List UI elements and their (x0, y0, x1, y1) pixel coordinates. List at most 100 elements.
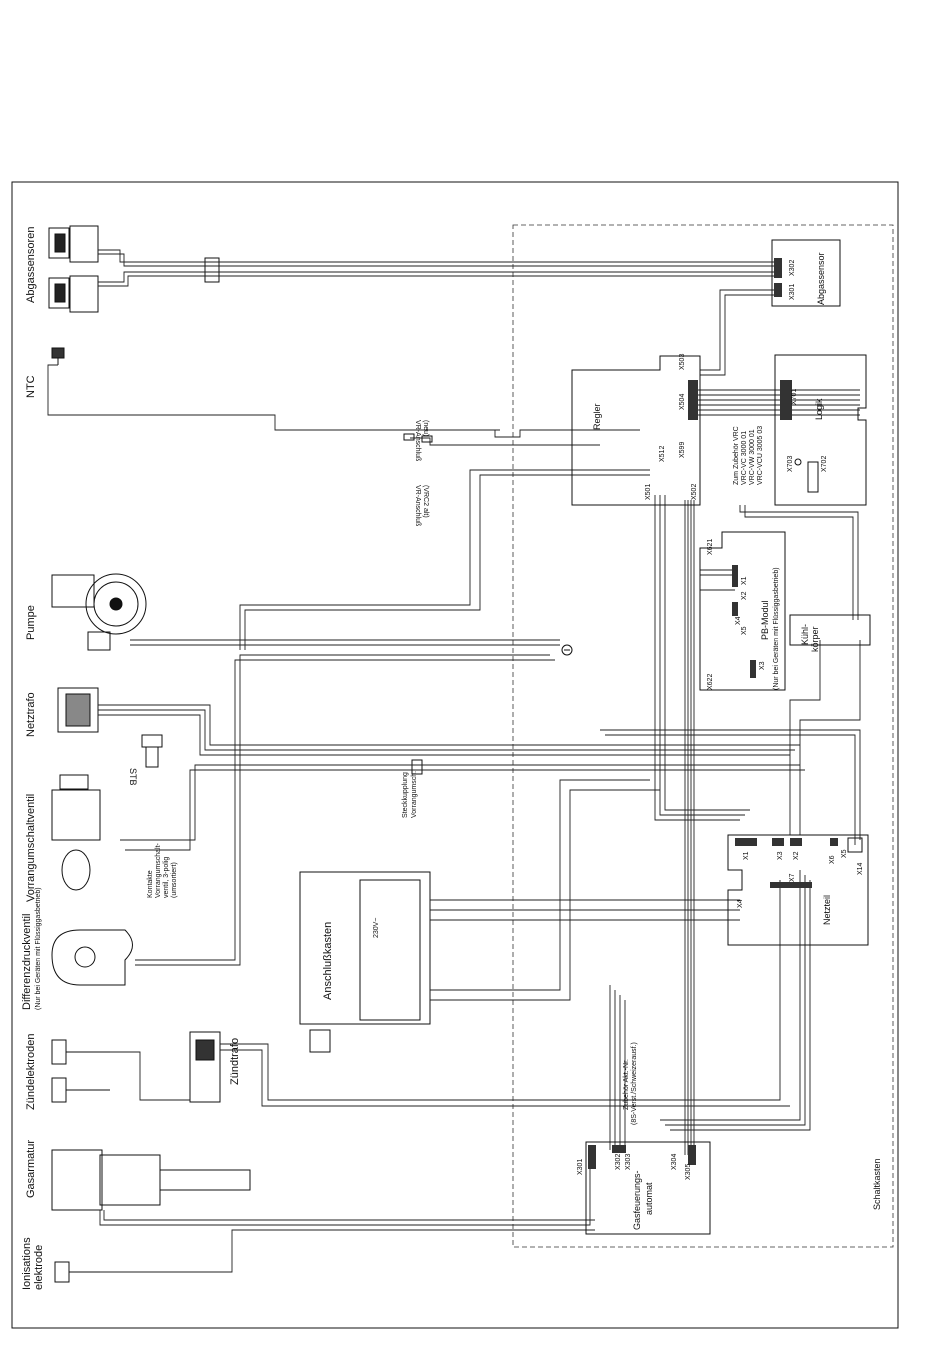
label-zuendtrafo: Zündtrafo (229, 1038, 241, 1085)
logik-x702: X702 (821, 456, 828, 472)
label-vorrangumschaltventil: Vorrangumschaltventil (25, 794, 37, 902)
netzteil-module: Netzteil X1 X2 X3 X4 X5 X6 X7 X14 (727, 834, 869, 946)
gf-x304: X304 (671, 1154, 678, 1170)
pb-x621: X621 (707, 539, 714, 555)
anschlusskasten-230v: 230V~ (373, 918, 380, 938)
netzteil-x6: X6 (829, 855, 836, 864)
label-ionisationselektrode-1: Ionisations (21, 1237, 33, 1290)
label-pumpe: Pumpe (25, 605, 37, 640)
ntc-symbol (51, 347, 65, 365)
vr-anschluss-neu-note: (neu) (422, 420, 429, 436)
logik-module: Logik X701 X703 X702 Zum Zubehör VRC VRC… (733, 354, 867, 506)
ground-symbol (561, 644, 573, 656)
pb-x2: X2 (741, 591, 748, 600)
netzteil-x7: X7 (789, 873, 796, 882)
vr-anschluss-alt: VR-Anschluß (414, 485, 421, 526)
netzteil-label: Netzteil (822, 895, 832, 925)
gf-x301: X301 (577, 1159, 584, 1175)
pb-note: (Nur bei Geräten mit Flüssiggasbetrieb) (773, 567, 780, 690)
schaltkasten-boundary (512, 224, 894, 1248)
pb-x1: X1 (741, 576, 748, 585)
regler-x512: X512 (659, 446, 666, 462)
regler-x501: X501 (645, 484, 652, 500)
logik-label: Logik (814, 398, 824, 420)
anschlusskasten-symbol (299, 871, 431, 1053)
zuendelektroden-symbol (51, 1039, 110, 1103)
pb-x5: X5 (741, 626, 748, 635)
label-steckkupplung-2: Vorrangumsch. (411, 771, 418, 818)
logik-x703: X703 (787, 456, 794, 472)
differenzdruckventil-symbol (51, 929, 133, 986)
steckkupplung-symbol (411, 759, 423, 775)
abgassensor-module: Abgassensor X302 X301 (771, 239, 841, 307)
wiring-lines (47, 249, 861, 1273)
regler-x599: X599 (679, 442, 686, 458)
regler-x504: X504 (679, 394, 686, 410)
zubehoer-2: VRC-VC 3000 01 (741, 431, 748, 485)
label-gasarmatur: Gasarmatur (25, 1140, 37, 1198)
abgassensor-label: Abgassensor (816, 252, 826, 305)
abgassensor-x301: X301 (789, 284, 796, 300)
zuendtrafo-symbol (189, 1031, 221, 1103)
logik-x701: X701 (791, 389, 798, 405)
netzteil-x14: X14 (857, 862, 864, 875)
zubehoer-3: VRC-VW 3000 01 (749, 429, 756, 485)
diagram-frame (11, 181, 899, 1329)
netzteil-x3: X3 (777, 851, 784, 860)
gf-x302: X302 (615, 1154, 622, 1170)
regler-x503: X503 (679, 354, 686, 370)
netzteil-x1: X1 (743, 851, 750, 860)
kuehlkoerper-label-1: Kühl- (800, 624, 810, 645)
zubehoer-1: Zum Zubehör VRC (733, 426, 740, 485)
pb-x4: X4 (735, 616, 742, 625)
stb-symbol (141, 734, 163, 768)
regler-label: Regler (592, 403, 602, 430)
netzteil-x4: X4 (737, 899, 744, 908)
abgassensoren-symbol (48, 225, 220, 313)
label-ventil-note-1: Kontakte (147, 870, 154, 898)
label-ionisationselektrode-2: elektrode (33, 1245, 45, 1290)
label-steckkupplung-1: Steckkupplung (402, 772, 409, 818)
vr-anschluss-alt-note: (VRC2 alt) (422, 485, 429, 518)
vorrangumschaltventil-symbol (51, 774, 101, 891)
label-zuendelektroden: Zündelektroden (25, 1034, 37, 1110)
netztrafo-symbol (57, 687, 99, 733)
label-stb: STB (128, 768, 138, 786)
gf-note-2: (8S-Verst./Schweizerausf.) (631, 1042, 638, 1125)
gf-x303: X303 (625, 1154, 632, 1170)
pumpe-symbol (51, 573, 147, 651)
gf-x305: X305 (685, 1164, 692, 1180)
label-differenzdruckventil: Differenzdruckventil (21, 914, 33, 1010)
label-anschlusskasten: Anschlußkasten (322, 922, 334, 1000)
gasfeuerung-label-1: Gasfeuerungs- (632, 1170, 642, 1230)
vr-anschluss-neu: VR-Anschluß (414, 420, 421, 461)
label-ventil-note-2: Vorrangumschalt- (155, 842, 162, 898)
netzteil-x5: X5 (841, 849, 848, 858)
label-ntc: NTC (25, 375, 37, 398)
ionisationselektrode-symbol (54, 1261, 100, 1283)
gf-note-1: Zubehör Akt.-Nr. (623, 1059, 630, 1110)
label-netztrafo: Netztrafo (25, 692, 37, 737)
label-ventil-note-4: (umsortiert) (171, 862, 178, 898)
abgassensor-x302: X302 (789, 260, 796, 276)
component-labels: Abgassensoren NTC Pumpe Netztrafo Vorran… (21, 227, 418, 1290)
gasfeuerungsautomat-module: Gasfeuerungs- automat X301 X302 X303 X30… (577, 1042, 711, 1235)
label-ventil-note-3: ventil, 3-polig (163, 857, 170, 898)
pb-modul: PB-Modul (Nur bei Geräten mit Flüssiggas… (699, 531, 786, 691)
regler-module: Regler X503 X504 X501 X512 X599 X502 (571, 354, 701, 506)
gasarmatur-symbol (51, 1149, 251, 1211)
kuehlkoerper-module: Kühl- körper (789, 614, 871, 652)
pb-label: PB-Modul (760, 600, 770, 640)
vr-anschluss: VR-Anschluß (neu) VR-Anschluß (VRC2 alt) (403, 420, 433, 526)
schaltkasten-label: Schaltkasten (872, 1158, 882, 1210)
zubehoer-4: VRC-VCU 3005 03 (757, 426, 764, 485)
label-differenzdruckventil-note: (Nur bei Geräten mit Flüssiggasbetrieb) (35, 887, 42, 1010)
label-abgassensoren: Abgassensoren (25, 227, 37, 303)
kuehlkoerper-label-2: körper (810, 626, 820, 652)
regler-x502: X502 (691, 484, 698, 500)
gasfeuerung-label-2: automat (644, 1182, 654, 1215)
pb-x622: X622 (707, 674, 714, 690)
pb-x3: X3 (759, 661, 766, 670)
netzteil-x2: X2 (793, 851, 800, 860)
